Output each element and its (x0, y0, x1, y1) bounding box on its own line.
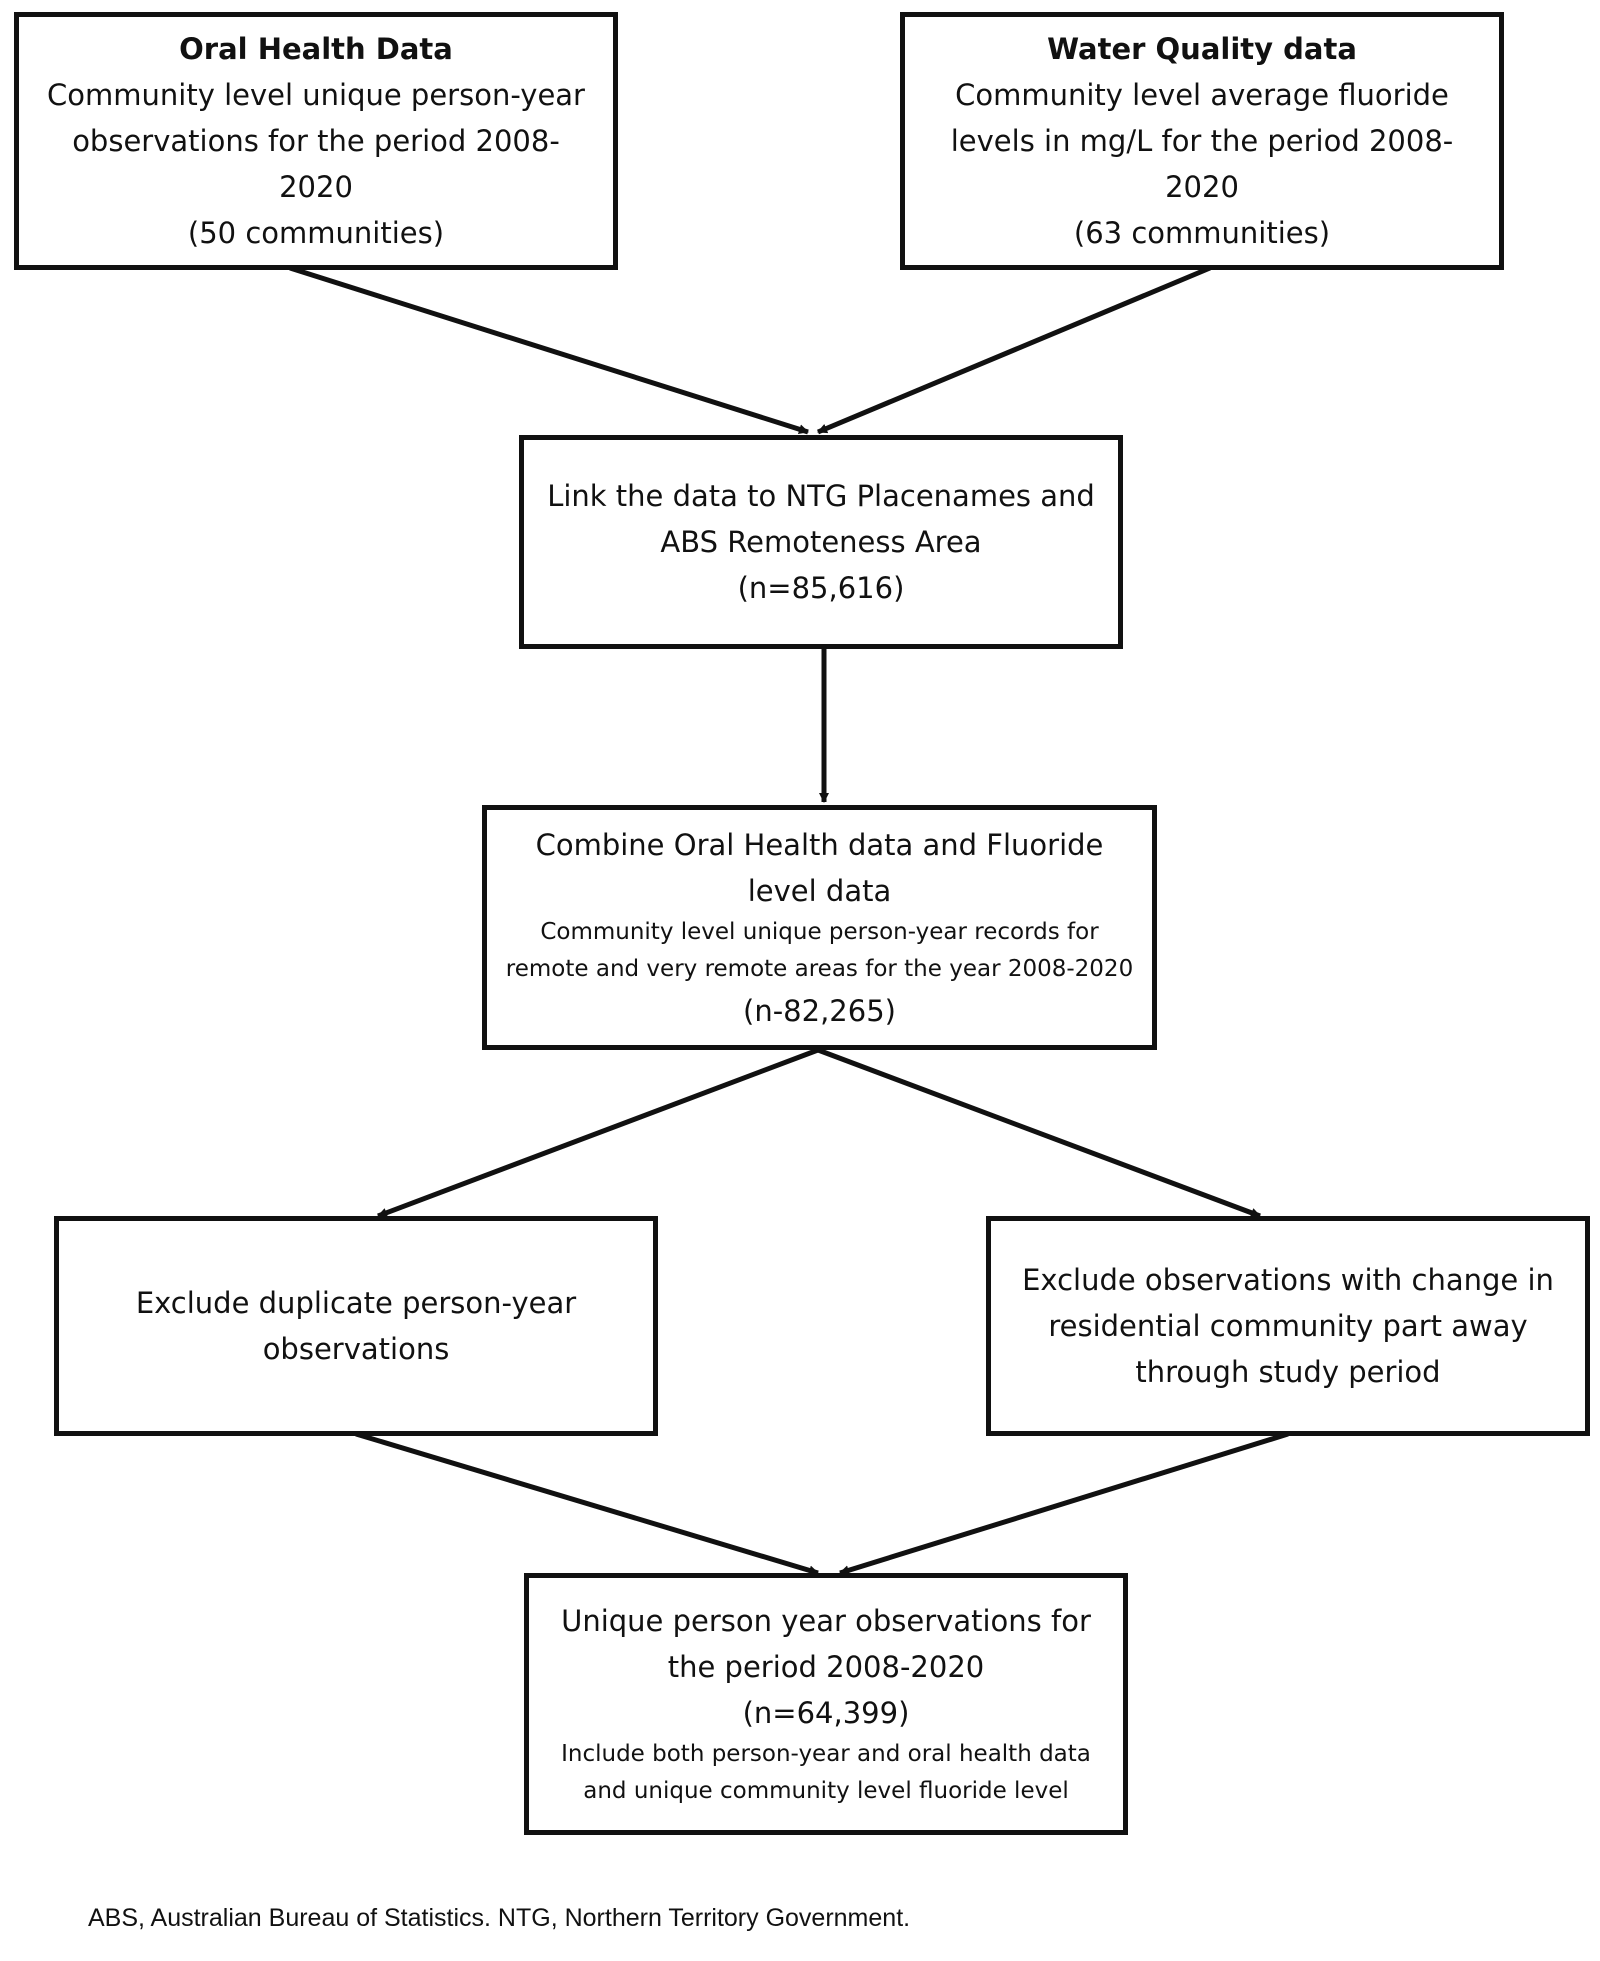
arrow-combine-to-exclude-duplicates (377, 1047, 819, 1219)
final-line-2: the period 2008-2020 (667, 1650, 985, 1684)
combine-data-box: Combine Oral Health data and Fluoride le… (482, 805, 1157, 1050)
combine-line-2: level data (747, 873, 892, 908)
final-observations-box: Unique person year observations for the … (524, 1573, 1128, 1835)
exclude-change-box: Exclude observations with change in resi… (986, 1216, 1590, 1436)
oral-health-title: Oral Health Data (179, 32, 453, 66)
final-line-4: Include both person-year and oral health… (561, 1741, 1091, 1767)
arrow-water-to-link (817, 265, 1211, 435)
exclude-duplicates-line-2: observations (262, 1332, 450, 1366)
link-data-box: Link the data to NTG Placenames and ABS … (519, 435, 1123, 649)
water-quality-title: Water Quality data (1047, 32, 1357, 66)
final-line-5: and unique community level fluoride leve… (583, 1778, 1069, 1804)
arrow-exclude-duplicates-to-final (355, 1431, 819, 1576)
water-quality-line-2: levels in mg/L for the period 2008- (950, 124, 1454, 158)
water-quality-data-box: Water Quality data Community level avera… (900, 12, 1504, 270)
oral-health-count: (50 communities) (187, 216, 445, 250)
combine-count: (n-82,265) (743, 993, 896, 1028)
link-line-2: ABS Remoteness Area (660, 525, 982, 559)
oral-health-line-2: observations for the period 2008- (72, 124, 560, 158)
footnote: ABS, Australian Bureau of Statistics. NT… (88, 1904, 911, 1932)
arrow-oral-to-link (289, 265, 809, 435)
link-line-1: Link the data to NTG Placenames and (547, 479, 1095, 513)
oral-health-line-3: 2020 (279, 170, 353, 204)
link-count: (n=85,616) (737, 571, 905, 605)
combine-line-4: remote and very remote areas for the yea… (505, 955, 1134, 982)
combine-line-3: Community level unique person-year recor… (540, 918, 1099, 945)
water-quality-line-1: Community level average fluoride (955, 78, 1449, 112)
oral-health-data-box: Oral Health Data Community level unique … (14, 12, 618, 270)
exclude-change-line-1: Exclude observations with change in (1022, 1263, 1554, 1297)
exclude-change-line-2: residential community part away (1048, 1309, 1528, 1343)
combine-line-1: Combine Oral Health data and Fluoride (535, 827, 1104, 862)
water-quality-line-3: 2020 (1165, 170, 1239, 204)
final-line-1: Unique person year observations for (561, 1604, 1091, 1638)
oral-health-line-1: Community level unique person-year (47, 78, 585, 112)
water-quality-count: (63 communities) (1073, 216, 1331, 250)
exclude-duplicates-box: Exclude duplicate person-year observatio… (54, 1216, 658, 1436)
arrow-combine-to-exclude-change (817, 1047, 1261, 1219)
exclude-duplicates-line-1: Exclude duplicate person-year (135, 1286, 577, 1320)
arrow-exclude-change-to-final (839, 1431, 1289, 1576)
exclude-change-line-3: through study period (1135, 1355, 1441, 1389)
final-count: (n=64,399) (742, 1696, 910, 1730)
